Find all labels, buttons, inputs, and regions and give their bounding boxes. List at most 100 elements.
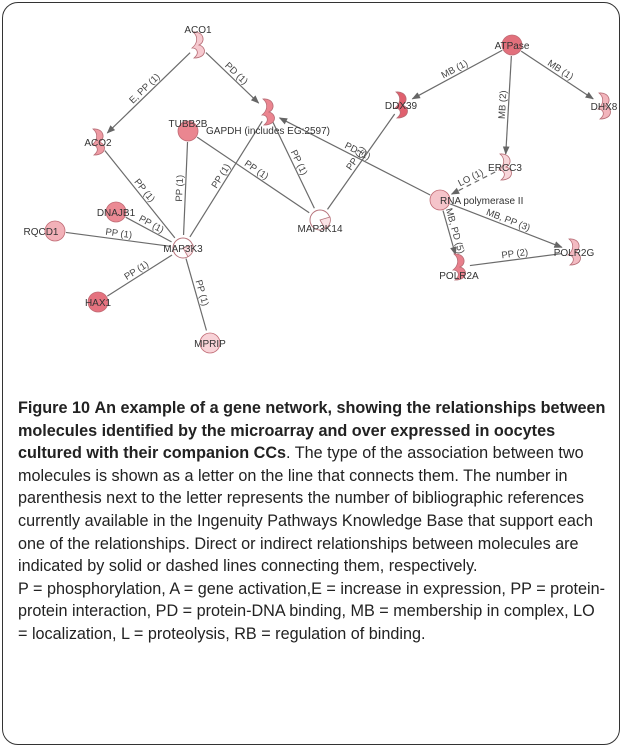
edge-polr2a-polr2g: PP (2) bbox=[469, 247, 562, 267]
kinase-icon bbox=[309, 209, 331, 231]
node-map3k3[interactable]: MAP3K3 bbox=[163, 237, 203, 259]
node-atpase[interactable]: ATPase bbox=[495, 34, 530, 56]
edge-label: PP (1) bbox=[105, 227, 133, 241]
circle-icon bbox=[87, 291, 109, 313]
edge-label: MB (1) bbox=[440, 58, 470, 81]
node-label: DDX39 bbox=[385, 101, 418, 112]
circle-icon bbox=[105, 201, 127, 223]
edge-gapdh-map3k3: PP (1) bbox=[189, 121, 263, 238]
edge-line bbox=[450, 171, 496, 195]
caption-title: An example of a gene network, showing th… bbox=[18, 399, 606, 463]
node-label: TUBB2B bbox=[169, 119, 208, 130]
node-gapdh[interactable]: GAPDH (includes EG:2597) bbox=[206, 98, 330, 137]
figure-caption: Figure 10 An example of a gene network, … bbox=[18, 397, 608, 646]
node-mprip[interactable]: MPRIP bbox=[194, 332, 226, 354]
node-label: ATPase bbox=[495, 41, 530, 52]
edge-line bbox=[65, 231, 171, 247]
node-polr2a[interactable]: POLR2A bbox=[439, 253, 479, 282]
circle-icon bbox=[44, 220, 66, 242]
edge-atpase-ddx39: MB (1) bbox=[411, 49, 503, 100]
gene-network-diagram: E, PP (1) PD (1) PP (1) PP (1) PP (1) PP (1) P… bbox=[23, 25, 618, 354]
node-hax1[interactable]: HAX1 bbox=[85, 291, 112, 313]
edge-label: PP (2) bbox=[501, 247, 529, 261]
node-label: HAX1 bbox=[85, 298, 112, 309]
node-label: POLR2G bbox=[554, 248, 595, 259]
node-label: GAPDH (includes EG:2597) bbox=[206, 126, 330, 137]
edge-label: PD (1) bbox=[222, 60, 249, 87]
caption-body: . The type of the association between tw… bbox=[18, 444, 594, 576]
edge-line bbox=[196, 136, 310, 214]
edge-label: PP (1) bbox=[122, 259, 150, 283]
circle-icon bbox=[429, 189, 451, 211]
node-label: MPRIP bbox=[194, 339, 226, 350]
node-map3k14[interactable]: MAP3K14 bbox=[297, 209, 343, 235]
edge-label: PP (1) bbox=[288, 148, 310, 177]
enzyme-icon bbox=[451, 253, 466, 281]
edge-line bbox=[189, 121, 263, 238]
node-rqcd1[interactable]: RQCD1 bbox=[23, 220, 66, 242]
node-label: DHX8 bbox=[591, 102, 618, 113]
node-dnajb1[interactable]: DNAJB1 bbox=[97, 201, 136, 223]
circle-icon bbox=[177, 120, 199, 142]
node-rnapol[interactable]: RNA polymerase II bbox=[429, 189, 523, 211]
edge-line bbox=[469, 253, 562, 267]
edge-atpase-ercc3: MB (2) bbox=[497, 55, 512, 155]
enzyme-icon bbox=[596, 92, 611, 120]
node-label: DNAJB1 bbox=[97, 208, 136, 219]
edge-line bbox=[520, 50, 594, 100]
edge-line bbox=[450, 203, 563, 248]
enzyme-icon bbox=[90, 128, 105, 156]
edge-label: LO (1) bbox=[456, 167, 485, 189]
node-dhx8[interactable]: DHX8 bbox=[591, 92, 618, 120]
circle-icon bbox=[501, 34, 523, 56]
node-label: ACO2 bbox=[84, 138, 112, 149]
edge-rnapol-polr2a: MB, PD (5) bbox=[442, 207, 466, 256]
edge-line bbox=[411, 49, 503, 100]
edge-label: E, PP (1) bbox=[127, 72, 162, 107]
enzyme-icon bbox=[190, 31, 205, 59]
node-aco2[interactable]: ACO2 bbox=[84, 128, 112, 156]
edge-line bbox=[326, 113, 396, 210]
node-label: ACO1 bbox=[184, 25, 212, 36]
edge-aco1-gapdh: PD (1) bbox=[205, 52, 260, 104]
edge-line bbox=[182, 141, 189, 236]
edge-map3k3-mprip: PP (1) bbox=[185, 258, 210, 331]
enzyme-icon bbox=[393, 91, 408, 119]
caption-legend: P = phosphorylation, A = gene activation… bbox=[18, 579, 606, 643]
edge-label: PP (1) bbox=[174, 175, 186, 202]
enzyme-icon bbox=[566, 238, 581, 266]
node-label: MAP3K3 bbox=[163, 244, 203, 255]
edge-line bbox=[185, 258, 208, 331]
kinase-icon bbox=[172, 237, 194, 259]
edge-hax1-map3k3: PP (1) bbox=[106, 254, 173, 297]
enzyme-icon bbox=[260, 98, 275, 126]
edge-atpase-dhx8: MB (1) bbox=[520, 50, 594, 100]
edge-line bbox=[106, 52, 191, 134]
edge-label: PP (1) bbox=[137, 214, 166, 236]
node-label: ERCC3 bbox=[488, 163, 522, 174]
node-aco1[interactable]: ACO1 bbox=[184, 25, 212, 59]
edge-line bbox=[106, 254, 173, 297]
edge-label: MB, PD (5) bbox=[443, 207, 466, 255]
node-tubb2b[interactable]: TUBB2B bbox=[169, 119, 208, 142]
caption-figure-label: Figure 10 bbox=[18, 399, 90, 417]
circle-icon bbox=[199, 332, 221, 354]
node-polr2g[interactable]: POLR2G bbox=[554, 238, 595, 266]
edge-rnapol-polr2g: MB, PP (3) bbox=[450, 203, 563, 248]
edge-line bbox=[502, 55, 512, 155]
edge-rqcd1-map3k3: PP (1) bbox=[65, 227, 171, 247]
node-label: RNA polymerase II bbox=[440, 196, 523, 207]
edge-tubb2b-map3k3: PP (1) bbox=[174, 141, 189, 236]
edge-line bbox=[278, 117, 431, 196]
edge-line bbox=[272, 121, 315, 209]
node-ercc3[interactable]: ERCC3 bbox=[488, 153, 522, 181]
edge-line bbox=[104, 150, 176, 239]
enzyme-icon bbox=[497, 153, 512, 181]
node-ddx39[interactable]: DDX39 bbox=[385, 91, 418, 119]
node-label: RQCD1 bbox=[23, 227, 58, 238]
edge-label: MB (2) bbox=[497, 90, 510, 119]
edge-tubb2b-map3k14: PP (1) bbox=[196, 136, 310, 214]
node-label: POLR2A bbox=[439, 271, 479, 282]
edge-label: PP (1) bbox=[210, 162, 234, 191]
